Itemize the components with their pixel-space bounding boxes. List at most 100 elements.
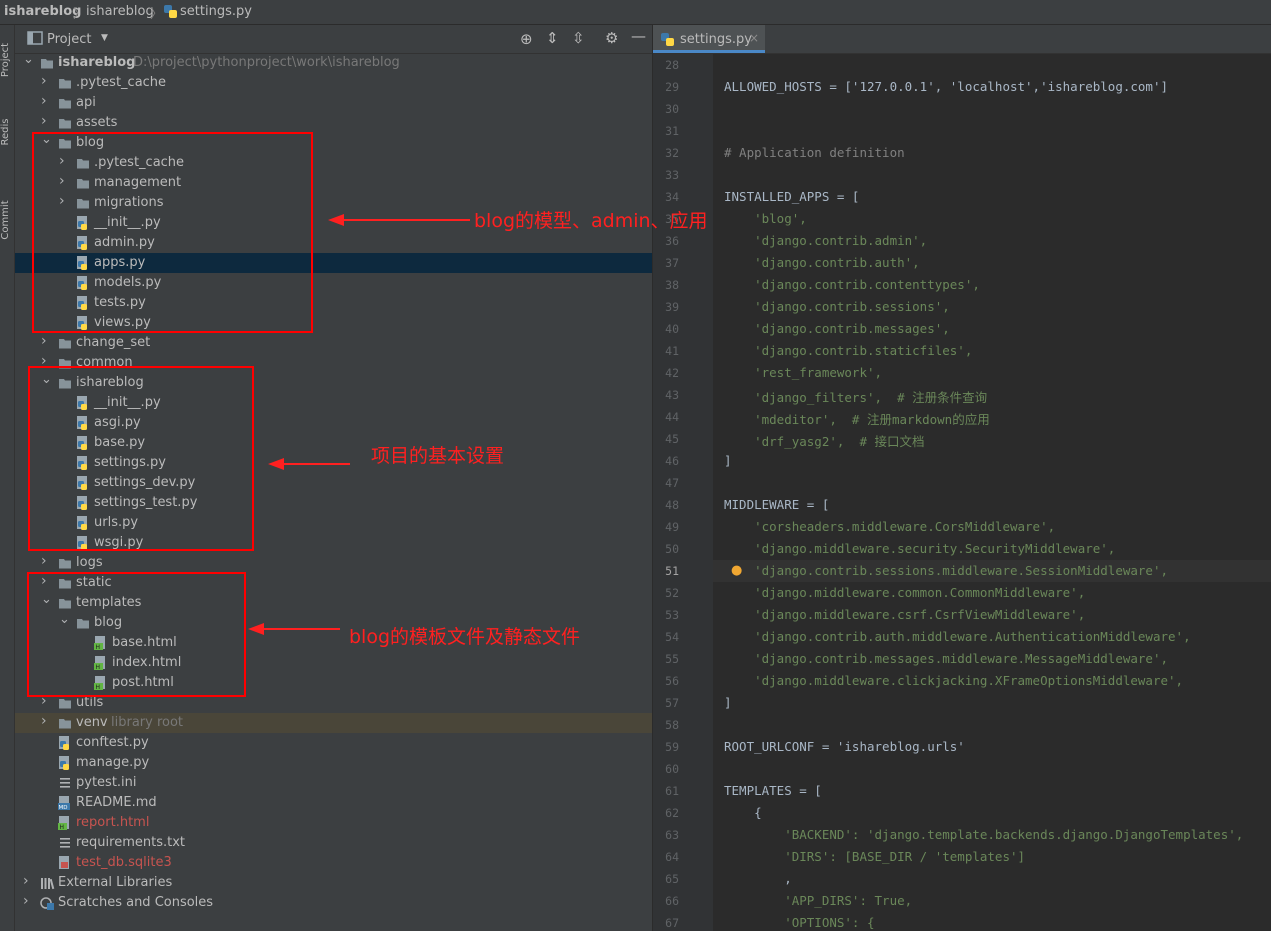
code-line[interactable]: ALLOWED_HOSTS = ['127.0.0.1', 'localhost… xyxy=(724,79,1168,94)
annotation-text-project-settings: 项目的基本设置 xyxy=(371,441,504,468)
code-line[interactable]: 'DIRS': [BASE_DIR / 'templates'] xyxy=(724,849,1025,864)
tab-redis[interactable]: Redis xyxy=(0,109,14,155)
collapse-all-icon[interactable]: ⇳ xyxy=(572,29,585,47)
code-line[interactable]: 'django.contrib.messages.middleware.Mess… xyxy=(724,651,1168,666)
line-number: 28 xyxy=(653,58,679,72)
code-line[interactable]: 'django.contrib.staticfiles', xyxy=(724,343,972,358)
html-file-icon: H xyxy=(58,816,72,830)
annotation-text-blog-app: blog的模型、admin、应用 xyxy=(474,206,708,233)
close-icon[interactable]: × xyxy=(749,31,759,45)
breadcrumb-folder[interactable]: ishareblog xyxy=(86,4,154,19)
code-line[interactable]: , xyxy=(724,871,792,886)
line-number: 43 xyxy=(653,388,679,402)
code-line[interactable]: { xyxy=(724,805,762,820)
tree-root-path: D:\project\pythonproject\work\ishareblog xyxy=(133,55,400,70)
tree-item[interactable]: › assets xyxy=(15,113,652,133)
project-panel-title[interactable]: Project xyxy=(47,32,91,47)
line-number: 65 xyxy=(653,872,679,886)
code-line[interactable]: 'BACKEND': 'django.template.backends.dja… xyxy=(724,827,1243,842)
tree-item[interactable]: conftest.py xyxy=(15,733,652,753)
tree-item[interactable]: ⌄ ishareblogD:\project\pythonproject\work… xyxy=(15,53,652,73)
line-number: 64 xyxy=(653,850,679,864)
tree-item[interactable]: MDREADME.md xyxy=(15,793,652,813)
line-number: 66 xyxy=(653,894,679,908)
code-line[interactable]: 'django.contrib.sessions', xyxy=(724,299,950,314)
chevron-right-icon[interactable]: › xyxy=(41,713,47,729)
chevron-right-icon[interactable]: › xyxy=(41,73,47,89)
python-file-icon xyxy=(661,33,674,46)
hide-panel-icon[interactable]: — xyxy=(631,27,646,45)
code-line[interactable]: 'mdeditor', # 注册markdown的应用 xyxy=(724,409,990,428)
code-line[interactable]: 'django.contrib.auth.middleware.Authenti… xyxy=(724,629,1191,644)
code-line[interactable]: 'django.middleware.common.CommonMiddlewa… xyxy=(724,585,1085,600)
code-line[interactable]: 'drf_yasg2', # 接口文档 xyxy=(724,431,925,450)
code-line[interactable]: 'OPTIONS': { xyxy=(724,915,875,930)
code-line[interactable]: INSTALLED_APPS = [ xyxy=(724,189,859,204)
chevron-right-icon[interactable]: › xyxy=(23,893,29,909)
tab-project[interactable]: Project xyxy=(0,37,14,83)
code-line[interactable]: 'django.middleware.csrf.CsrfViewMiddlewa… xyxy=(724,607,1085,622)
code-line[interactable]: ] xyxy=(724,453,732,468)
python-file-icon xyxy=(164,5,177,18)
tree-item[interactable]: pytest.ini xyxy=(15,773,652,793)
line-number: 29 xyxy=(653,80,679,94)
chevron-right-icon[interactable]: › xyxy=(41,113,47,129)
code-line[interactable]: 'django.middleware.security.SecurityMidd… xyxy=(724,541,1115,556)
folder-icon xyxy=(58,336,72,350)
navigation-breadcrumb-bar: ishareblog 〉 ishareblog 〉 settings.py xyxy=(0,0,1271,25)
chevron-down-icon[interactable]: ▼ xyxy=(101,33,108,43)
code-line[interactable]: 'django.middleware.clickjacking.XFrameOp… xyxy=(724,673,1183,688)
line-number: 57 xyxy=(653,696,679,710)
code-line[interactable]: 'django.contrib.messages', xyxy=(724,321,950,336)
breadcrumb-project[interactable]: ishareblog xyxy=(4,4,81,19)
chevron-right-icon[interactable]: › xyxy=(41,553,47,569)
tree-item[interactable]: › api xyxy=(15,93,652,113)
tree-item[interactable]: manage.py xyxy=(15,753,652,773)
tree-item[interactable]: ›.pytest_cache xyxy=(15,73,652,93)
code-line[interactable]: 'corsheaders.middleware.CorsMiddleware', xyxy=(724,519,1055,534)
chevron-right-icon[interactable]: › xyxy=(23,873,29,889)
chevron-right-icon[interactable]: › xyxy=(41,333,47,349)
code-line[interactable]: 'django.contrib.auth', xyxy=(724,255,920,270)
tree-item-label: ishareblog xyxy=(58,55,135,70)
chevron-right-icon[interactable]: › xyxy=(41,93,47,109)
tree-item[interactable]: Hreport.html xyxy=(15,813,652,833)
tab-commit[interactable]: Commit xyxy=(0,197,14,243)
code-line[interactable]: # Application definition xyxy=(724,145,905,160)
tree-item[interactable]: ›Scratches and Consoles xyxy=(15,893,652,913)
line-number: 34 xyxy=(653,190,679,204)
expand-all-icon[interactable]: ⇕ xyxy=(546,29,559,47)
code-line[interactable]: MIDDLEWARE = [ xyxy=(724,497,829,512)
line-number: 51 xyxy=(653,564,679,578)
breadcrumb-file[interactable]: settings.py xyxy=(180,4,252,19)
tree-item-label: assets xyxy=(76,115,117,130)
code-line[interactable]: 'django.contrib.admin', xyxy=(724,233,927,248)
editor-tab-settings[interactable]: settings.py × xyxy=(653,25,765,53)
code-line[interactable]: 'blog', xyxy=(724,211,807,226)
code-editor[interactable] xyxy=(653,54,1271,931)
code-line[interactable]: 'django.contrib.contenttypes', xyxy=(724,277,980,292)
line-number: 47 xyxy=(653,476,679,490)
tree-item[interactable]: ›change_set xyxy=(15,333,652,353)
locate-icon[interactable]: ⊕ xyxy=(520,30,533,48)
code-line[interactable]: 'django.contrib.sessions.middleware.Sess… xyxy=(724,563,1168,578)
tree-item[interactable]: ›logs xyxy=(15,553,652,573)
library-icon xyxy=(40,876,54,890)
folder-icon xyxy=(58,116,72,130)
gear-icon[interactable]: ⚙ xyxy=(605,29,618,47)
tree-item[interactable]: test_db.sqlite3 xyxy=(15,853,652,873)
code-line[interactable]: 'django_filters', # 注册条件查询 xyxy=(724,387,987,406)
line-number: 48 xyxy=(653,498,679,512)
tree-item[interactable]: ›venvlibrary root xyxy=(15,713,652,733)
code-line[interactable]: 'rest_framework', xyxy=(724,365,882,380)
tree-item[interactable]: requirements.txt xyxy=(15,833,652,853)
code-line[interactable]: 'APP_DIRS': True, xyxy=(724,893,912,908)
tree-item-label: api xyxy=(76,95,96,110)
tree-item-label: venv xyxy=(76,715,108,730)
line-number: 61 xyxy=(653,784,679,798)
chevron-down-icon[interactable]: ⌄ xyxy=(23,52,34,67)
tree-item[interactable]: ›External Libraries xyxy=(15,873,652,893)
code-line[interactable]: TEMPLATES = [ xyxy=(724,783,822,798)
code-line[interactable]: ROOT_URLCONF = 'ishareblog.urls' xyxy=(724,739,965,754)
code-line[interactable]: ] xyxy=(724,695,732,710)
